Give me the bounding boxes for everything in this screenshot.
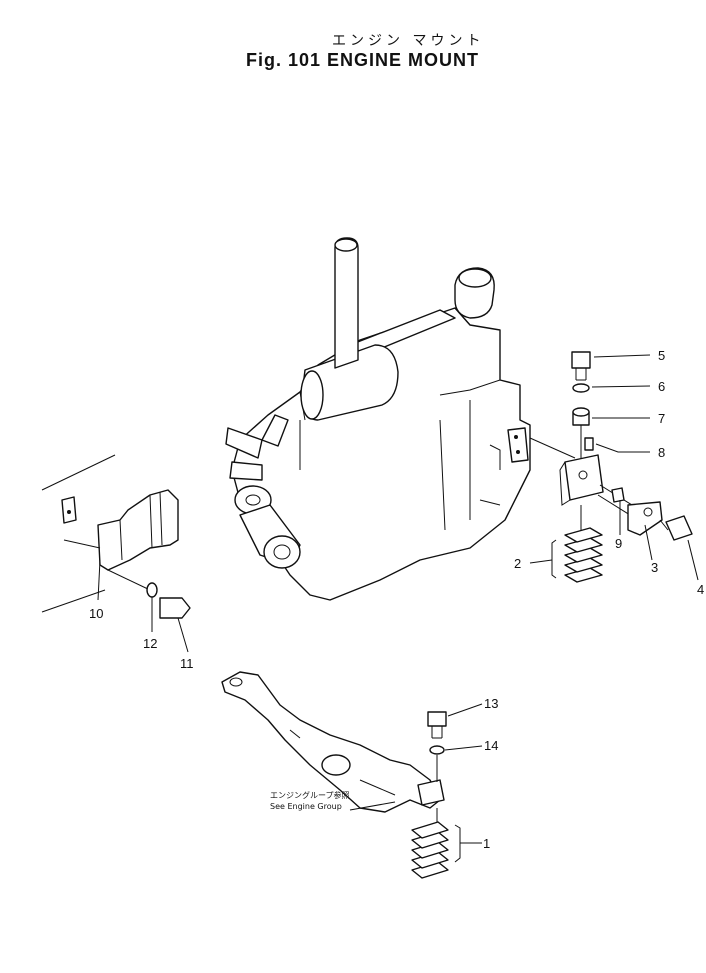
figure-title-japanese: エンジン マウント	[332, 33, 485, 49]
callout-2: 2	[514, 556, 521, 571]
washer-14	[429, 745, 445, 755]
callout-14: 14	[484, 738, 498, 753]
bolt-11	[159, 597, 191, 619]
engine-assembly	[225, 237, 531, 601]
pin-9	[611, 487, 625, 503]
callout-12: 12	[143, 636, 157, 651]
bolt-4	[665, 515, 693, 541]
callout-9: 9	[615, 536, 622, 551]
callout-labels: 1 2 3 4 5 6 7 8 9 10 11 12 13 14	[89, 348, 704, 851]
callout-6: 6	[658, 379, 665, 394]
note-english: See Engine Group	[270, 802, 342, 811]
left-mount-assembly	[41, 454, 191, 619]
callout-10: 10	[89, 606, 103, 621]
callout-11: 11	[180, 656, 194, 671]
washer-6	[572, 383, 590, 393]
plate-3	[627, 501, 663, 536]
callout-7: 7	[658, 411, 665, 426]
callout-3: 3	[651, 560, 658, 575]
note-japanese: エンジングループ参照	[270, 790, 350, 800]
bracket-10	[97, 489, 179, 571]
washer-12	[146, 582, 158, 598]
front-mount-assembly	[221, 671, 449, 879]
callout-1: 1	[483, 836, 490, 851]
mount-bracket	[564, 454, 604, 501]
shim-stack-1	[411, 821, 449, 879]
bolt-13	[427, 711, 447, 727]
dowel-8	[584, 437, 594, 451]
callout-4: 4	[697, 582, 704, 597]
leader-lines	[97, 354, 699, 863]
shim-stack-2	[564, 505, 603, 583]
bolt-5	[571, 351, 591, 369]
crossmember	[221, 671, 441, 813]
callout-13: 13	[484, 696, 498, 711]
figure-title: Fig. 101 ENGINE MOUNT	[246, 50, 480, 70]
callout-5: 5	[658, 348, 665, 363]
callout-8: 8	[658, 445, 665, 460]
right-mount-assembly	[529, 351, 693, 583]
